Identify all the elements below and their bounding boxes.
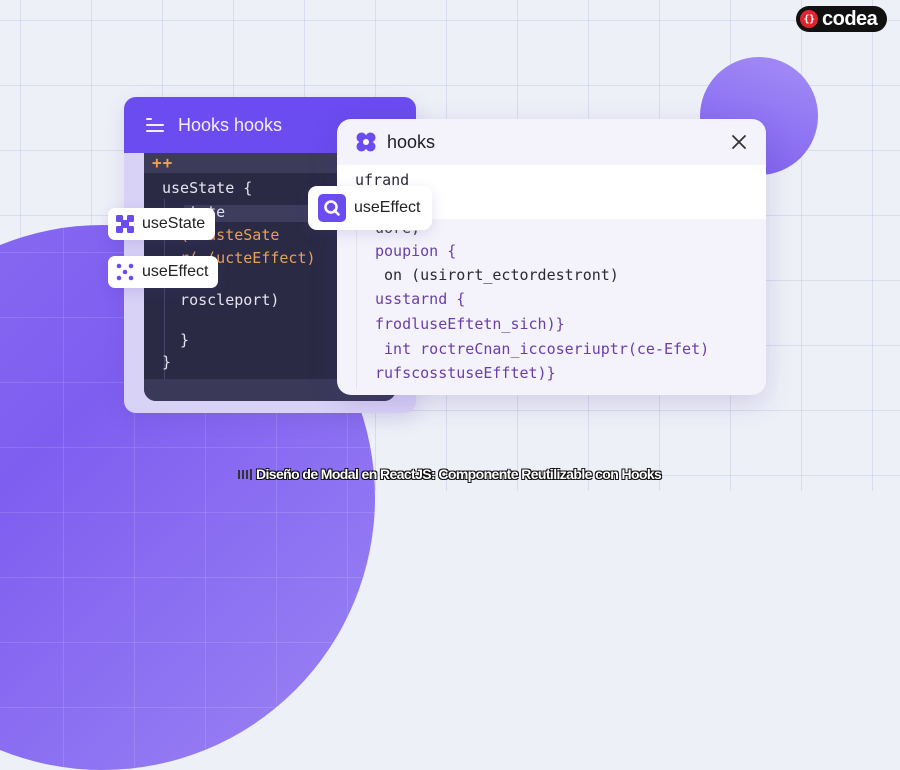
indent-guide (164, 199, 165, 379)
code-line: } (162, 331, 190, 349)
chip-usestate[interactable]: useState (108, 208, 216, 240)
editor-panel-title: Hooks hooks (178, 114, 283, 135)
code-line: int roctreCnan_iccoseriuptr(ce-Efet) (375, 340, 710, 358)
flower-icon (356, 132, 376, 152)
caption-bars-icon (238, 468, 252, 480)
indent-guide (356, 219, 357, 389)
code-line: poupion { (375, 242, 457, 260)
codea-logo: {} codea (796, 6, 888, 32)
code-line: frodluseEftetn_sich)} (375, 315, 565, 333)
video-caption: Diseño de Modal en ReactJS: Componente R… (238, 466, 662, 482)
hooks-modal: hooks ufrand ver uore; poupion { on (usi… (337, 119, 766, 395)
code-line: rufscosstuseEfftet)} (375, 364, 556, 382)
grid-icon (116, 215, 134, 233)
dots-icon (116, 263, 134, 281)
editor-footer (144, 379, 396, 401)
code-line: roscleport) (162, 291, 280, 309)
code-line: on (usirort_ectordestront) (375, 266, 619, 284)
code-line: usstarnd { (375, 290, 466, 308)
close-icon[interactable] (728, 131, 750, 153)
chip-label: useState (142, 215, 206, 232)
search-result-line: ufrand (355, 171, 410, 189)
caption-text: Diseño de Modal en ReactJS: Componente R… (256, 466, 662, 482)
chip-useeffect[interactable]: useEffect (108, 256, 219, 288)
modal-title: hooks (387, 131, 436, 152)
modal-header: hooks (337, 119, 766, 165)
code-line: } (162, 353, 172, 371)
logo-braces-icon: {} (800, 10, 818, 28)
code-line: useState { (162, 179, 253, 197)
editor-topbar: ++ (144, 153, 396, 173)
chip-label: useEffect (142, 263, 209, 280)
chip-label: useEffect (354, 199, 421, 216)
logo-text: codea (822, 7, 878, 30)
search-icon (318, 194, 346, 222)
menu-icon[interactable] (146, 118, 164, 132)
chip-useeffect-search[interactable]: useEffect (308, 186, 433, 230)
